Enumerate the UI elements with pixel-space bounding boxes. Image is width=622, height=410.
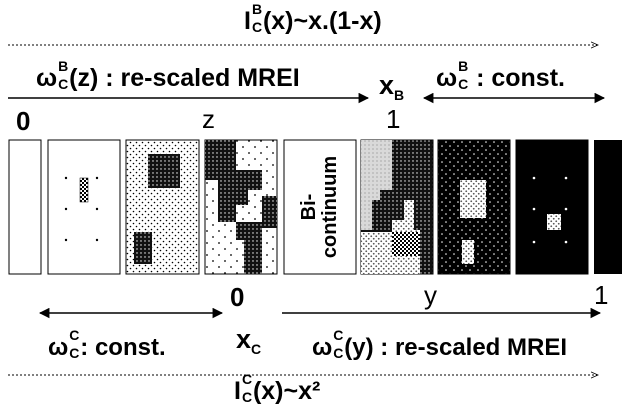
panel-7-dark-blocks: [437, 139, 511, 275]
tick-y: y: [424, 280, 437, 310]
panel-1-pure-white: [8, 139, 42, 275]
panel-5-bicontinuum: [283, 139, 357, 275]
tick-one-bottom: 1: [594, 280, 609, 310]
bicontinuum-line1: Bi-: [298, 193, 320, 221]
tick-z: z: [202, 104, 215, 134]
tick-one-top: 1: [386, 104, 401, 134]
panel-9-pure-black: [594, 140, 622, 274]
panel-6-inverted-staircase: [360, 139, 434, 275]
panel-4-staircase: [204, 139, 278, 275]
tick-zero-bottom: 0: [230, 282, 245, 312]
tick-zero-top: 0: [16, 106, 31, 136]
panel-3-two-blocks: [125, 139, 200, 275]
panel-2-small-inclusion: [47, 139, 121, 275]
xC-label: xC: [236, 324, 262, 357]
panel-8-small-light-inclusion: [515, 139, 589, 275]
bicontinuum-line2: continuum: [319, 155, 341, 259]
bicontinuum-text-box: Bi- continuum: [284, 140, 356, 274]
xB-label: xB: [379, 70, 405, 103]
